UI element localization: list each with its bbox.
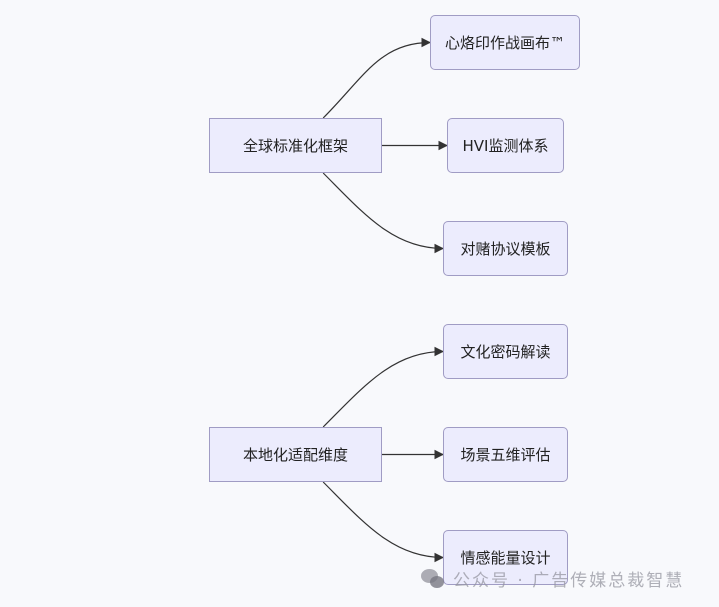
edge-global-to-canvas [322, 37, 431, 119]
node-canvas: 心烙印作战画布™ [430, 15, 580, 70]
watermark: 公众号 · 广告传媒总裁智慧 [421, 566, 684, 591]
edge-local-to-emotion [322, 481, 444, 563]
node-label: 文化密码解读 [460, 343, 551, 361]
edge-local-to-culture [322, 346, 444, 428]
node-scene-evaluation: 场景五维评估 [443, 427, 568, 482]
watermark-text: 公众号 · 广告传媒总裁智慧 [453, 571, 685, 591]
node-label: 心烙印作战画布™ [444, 34, 565, 52]
edge-global-to-vam [322, 172, 444, 254]
node-hvi: HVI监测体系 [447, 118, 564, 173]
node-label: 全球标准化框架 [242, 137, 348, 155]
node-label: 本地化适配维度 [242, 446, 348, 464]
node-global-framework: 全球标准化框架 [209, 118, 382, 173]
node-culture-code: 文化密码解读 [443, 324, 568, 379]
node-label: HVI监测体系 [462, 137, 549, 155]
wechat-icon [421, 568, 447, 590]
node-vam-template: 对赌协议模板 [443, 221, 568, 276]
node-label: 场景五维评估 [460, 446, 551, 464]
node-emotion-design: 情感能量设计 [443, 530, 568, 585]
node-local-adaptation: 本地化适配维度 [209, 427, 382, 482]
node-label: 对赌协议模板 [460, 240, 551, 258]
node-label: 情感能量设计 [460, 549, 551, 567]
